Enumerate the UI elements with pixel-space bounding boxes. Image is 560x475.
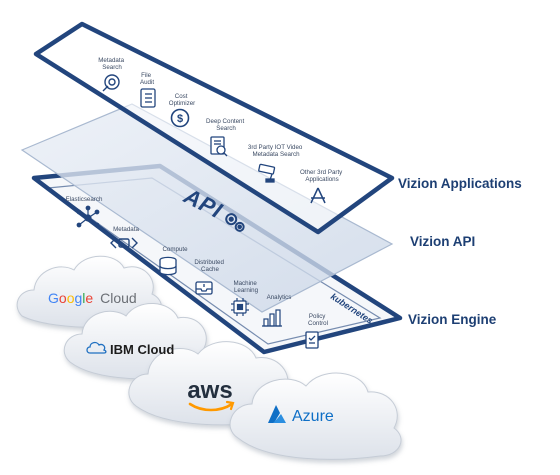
checklist-icon [140, 88, 156, 108]
azure-icon [268, 405, 286, 423]
engine-label: Compute [162, 246, 188, 253]
engine-elasticsearch: Elasticsearch [66, 196, 103, 228]
google-letter-l: l [82, 290, 85, 306]
api-layer [20, 103, 394, 313]
ibm-cloud-text: IBM Cloud [110, 342, 174, 357]
network-icon [76, 205, 100, 228]
dollar-icon: $ [170, 108, 190, 128]
gears-icon [225, 213, 245, 232]
engine-compute: Compute [159, 246, 188, 276]
engine-analytics: Analytics [262, 294, 292, 327]
google-cloud-logo: Google Cloud [48, 290, 137, 306]
app-label: Metadata Search [98, 57, 126, 71]
layer-label-api: Vizion API [410, 234, 476, 249]
search-icon [102, 74, 120, 92]
azure-cloud [229, 372, 402, 460]
engine-metadata: Metadata [110, 226, 139, 249]
engine-machine-learning: Machine Learning [231, 280, 259, 316]
aws-arrow-icon [225, 400, 235, 411]
inbox-icon [195, 281, 213, 295]
bar-chart-icon [262, 309, 282, 327]
policy-doc-icon [305, 331, 319, 349]
ibm-cloud-icon [86, 341, 107, 354]
engine-label: Distributed Cache [194, 259, 225, 273]
app-iot-video-search: 3rd Party IOT Video Metadata Search [248, 144, 304, 183]
azure-text: Azure [292, 408, 334, 425]
document-search-icon [210, 136, 228, 157]
applications-layer [33, 21, 395, 235]
chip-icon [231, 298, 249, 316]
engine-label: Analytics [267, 294, 292, 301]
google-letter-e: e [85, 290, 93, 306]
azure-logo: Azure [268, 405, 334, 425]
aws-logo: aws [187, 377, 235, 412]
layer-label-engine: Vizion Engine [408, 312, 497, 327]
aws-smile-icon [188, 402, 234, 412]
app-cost-optimizer: Cost Optimizer $ [169, 93, 195, 128]
svg-text:$: $ [177, 113, 183, 125]
app-store-icon [310, 187, 326, 204]
database-icon [159, 256, 177, 276]
google-cloud-word: Cloud [100, 290, 137, 306]
google-letter-g1: G [48, 290, 59, 306]
aws-text: aws [187, 377, 232, 404]
google-letter-o1: o [59, 290, 67, 306]
engine-label: Metadata [113, 226, 139, 233]
engine-policy-control: Policy Control [305, 313, 328, 349]
code-brackets-icon [110, 237, 138, 249]
app-label: 3rd Party IOT Video Metadata Search [248, 144, 304, 158]
app-other-3rd-party: Other 3rd Party Applications [300, 169, 344, 204]
camera-icon [258, 163, 276, 183]
engine-label: Policy Control [308, 313, 328, 327]
app-file-audit: File Audit [140, 72, 156, 108]
engine-distributed-cache: Distributed Cache [194, 259, 225, 295]
app-label: Other 3rd Party Applications [300, 169, 344, 183]
engine-label: Elasticsearch [66, 196, 103, 203]
google-letter-o2: o [67, 290, 75, 306]
app-label: Deep Content Search [206, 118, 246, 132]
azure-cloud-shape [229, 372, 402, 460]
svg-text:Google Cloud: Google Cloud [48, 290, 137, 306]
google-letter-g2: g [74, 290, 82, 306]
engine-label: Machine Learning [233, 280, 258, 294]
app-deep-content-search: Deep Content Search [206, 118, 246, 157]
ibm-cloud-logo: IBM Cloud [86, 341, 174, 357]
app-label: Cost Optimizer [169, 93, 195, 107]
app-label: File Audit [140, 72, 154, 86]
layer-label-applications: Vizion Applications [398, 176, 522, 191]
app-metadata-search: Metadata Search [98, 57, 126, 92]
